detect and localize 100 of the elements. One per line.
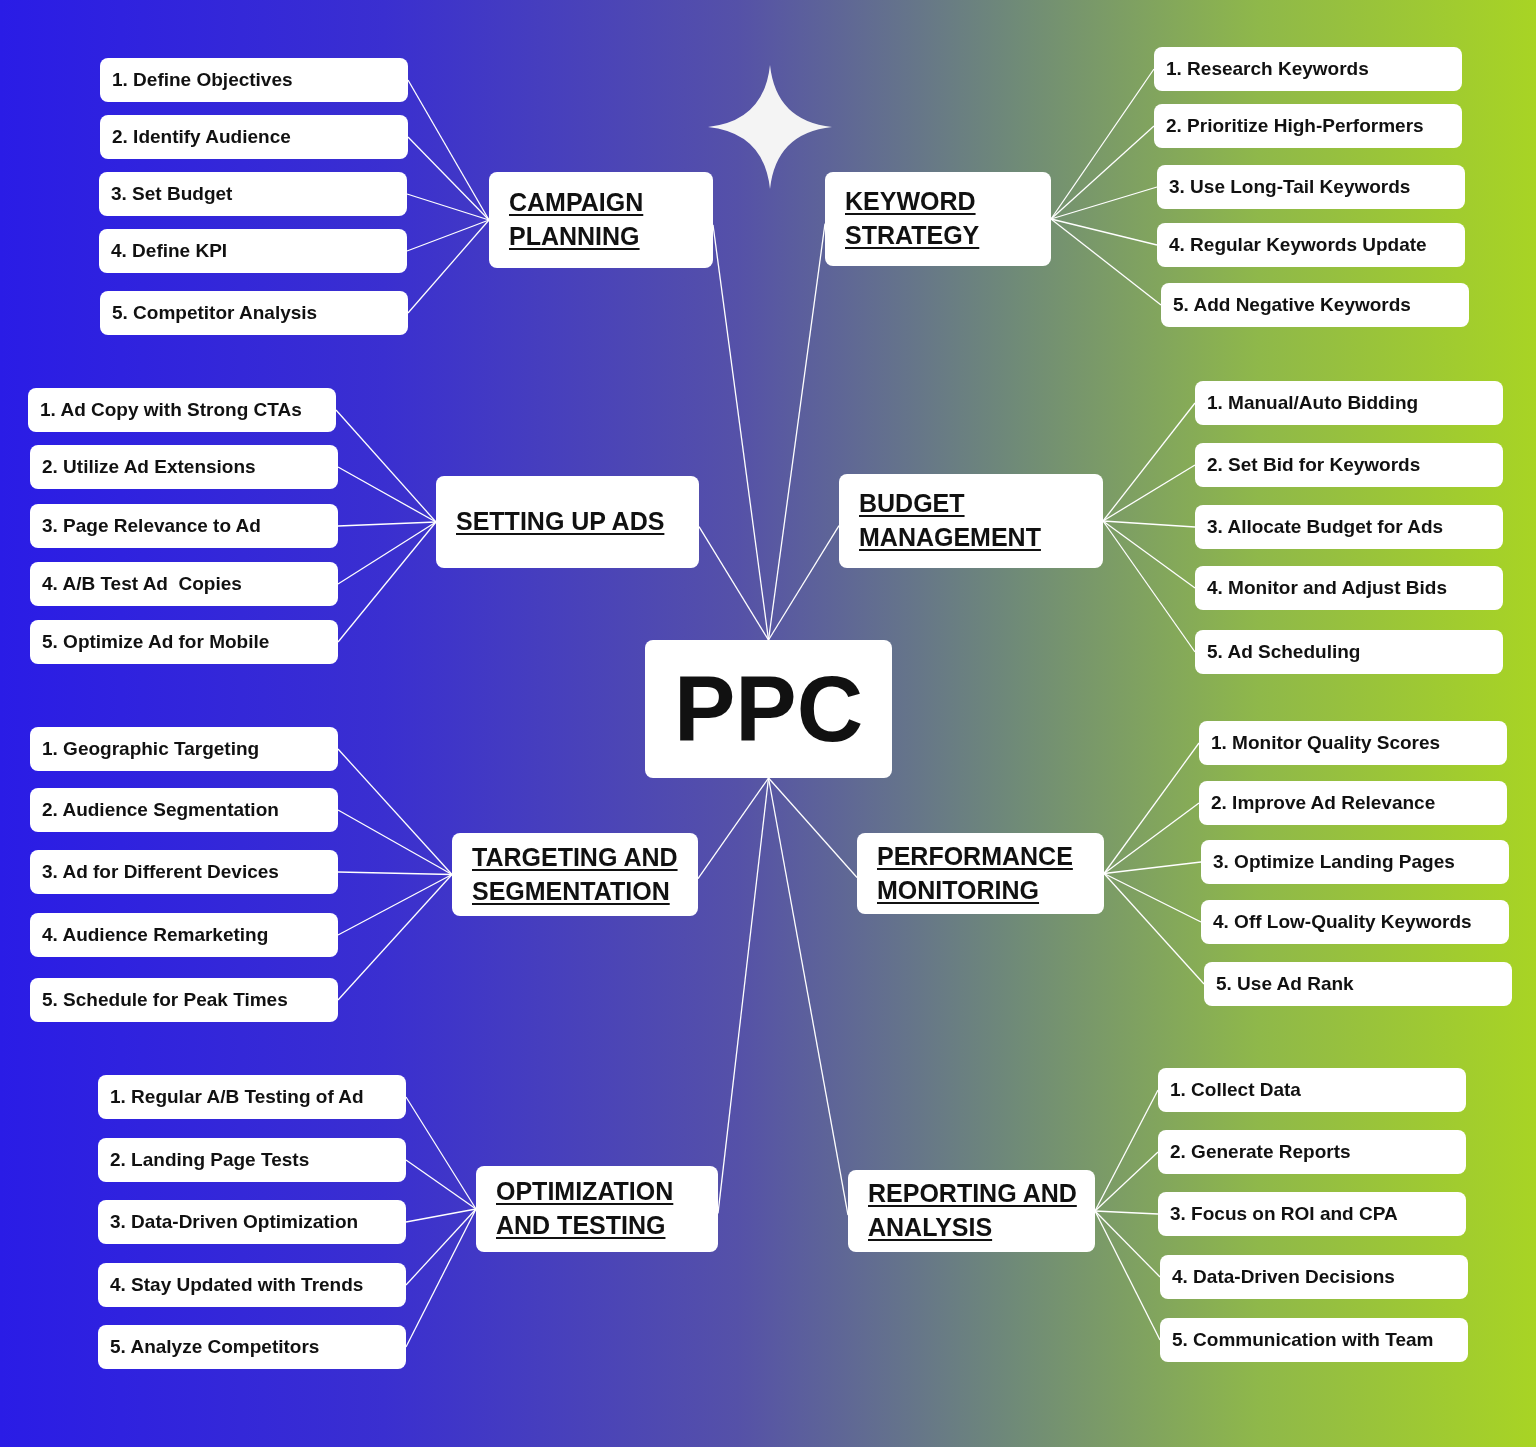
- step-text: 4. Audience Remarketing: [41, 924, 270, 946]
- step-box: [1201, 900, 1509, 944]
- connector-line: [697, 777, 770, 880]
- connector-line: [767, 777, 849, 1216]
- connector-line: [1103, 861, 1202, 875]
- step-text: 4. Off Low-Quality Keywords: [1212, 911, 1473, 933]
- step-box: [1160, 1255, 1468, 1299]
- connector-line: [767, 525, 840, 641]
- center-title: PPC: [673, 656, 864, 762]
- step-text: 2. Audience Segmentation: [41, 799, 280, 821]
- category-heading: BUDGET MANAGEMENT: [858, 488, 1042, 553]
- connector-line: [1050, 125, 1155, 220]
- connector-line: [1094, 1210, 1159, 1215]
- connector-line: [407, 79, 490, 221]
- step-text: 1. Monitor Quality Scores: [1210, 732, 1442, 754]
- connector-line: [337, 521, 437, 527]
- connector-line: [337, 466, 437, 523]
- connector-line: [1102, 520, 1196, 653]
- connector-line: [767, 777, 858, 879]
- step-box: [30, 978, 338, 1022]
- step-box: [1161, 283, 1469, 327]
- step-box: [30, 913, 338, 957]
- step-box: [30, 727, 338, 771]
- step-text: 4. Data-Driven Decisions: [1171, 1266, 1396, 1288]
- center-box: [645, 640, 892, 778]
- step-box: [98, 1200, 406, 1244]
- step-box: [100, 115, 408, 159]
- step-box: [1195, 566, 1503, 610]
- connector-line: [1094, 1151, 1159, 1212]
- step-box: [30, 850, 338, 894]
- step-box: [1160, 1318, 1468, 1362]
- step-text: 3. Optimize Landing Pages: [1212, 851, 1456, 873]
- step-text: 1. Geographic Targeting: [41, 738, 261, 760]
- connector-line: [1103, 742, 1200, 875]
- step-box: [1195, 505, 1503, 549]
- step-text: 5. Competitor Analysis: [111, 302, 319, 324]
- step-text: 3. Ad for Different Devices: [41, 861, 280, 883]
- category-box: [848, 1170, 1095, 1252]
- step-text: 1. Manual/Auto Bidding: [1206, 392, 1420, 414]
- step-box: [98, 1325, 406, 1369]
- step-box: [30, 620, 338, 664]
- step-text: 2. Utilize Ad Extensions: [41, 456, 257, 478]
- connector-line: [767, 223, 826, 641]
- step-text: 1. Regular A/B Testing of Ad: [109, 1086, 365, 1108]
- step-text: 3. Set Budget: [110, 183, 234, 205]
- step-text: 3. Use Long-Tail Keywords: [1168, 176, 1412, 198]
- step-text: 2. Set Bid for Keywords: [1206, 454, 1422, 476]
- category-box: [825, 172, 1051, 266]
- step-box: [1154, 104, 1462, 148]
- connector-line: [405, 1159, 477, 1210]
- step-text: 4. Define KPI: [110, 240, 229, 262]
- step-box: [100, 58, 408, 102]
- connector-line: [405, 1208, 477, 1348]
- connector-line: [1103, 872, 1202, 923]
- category-box: [476, 1166, 718, 1252]
- connector-line: [1102, 464, 1196, 522]
- step-box: [1195, 630, 1503, 674]
- category-heading: TARGETING AND SEGMENTATION: [471, 841, 679, 907]
- connector-line: [407, 219, 490, 314]
- connector-line: [337, 521, 437, 585]
- step-text: 5. Analyze Competitors: [109, 1336, 321, 1358]
- step-box: [30, 445, 338, 489]
- step-text: 4. Regular Keywords Update: [1168, 234, 1428, 256]
- connector-line: [405, 1208, 477, 1223]
- step-box: [28, 388, 336, 432]
- step-box: [30, 504, 338, 548]
- connector-line: [337, 873, 453, 936]
- connector-line: [337, 521, 437, 643]
- step-text: 2. Prioritize High-Performers: [1165, 115, 1425, 137]
- step-box: [99, 229, 407, 273]
- connector-line: [337, 873, 453, 1001]
- step-box: [30, 562, 338, 606]
- connector-line: [1050, 218, 1158, 246]
- connector-line: [1102, 520, 1196, 589]
- step-box: [1158, 1192, 1466, 1236]
- category-box: [857, 833, 1104, 914]
- step-box: [1204, 962, 1512, 1006]
- category-box: [452, 833, 698, 916]
- step-text: 2. Improve Ad Relevance: [1210, 792, 1437, 814]
- connector-line: [406, 219, 490, 252]
- step-box: [1199, 721, 1507, 765]
- category-box: [436, 476, 699, 568]
- step-text: 3. Focus on ROI and CPA: [1169, 1203, 1399, 1225]
- step-text: 4. Monitor and Adjust Bids: [1206, 577, 1448, 599]
- category-box: [489, 172, 713, 268]
- step-text: 5. Optimize Ad for Mobile: [41, 631, 271, 653]
- step-text: 1. Research Keywords: [1165, 58, 1370, 80]
- step-text: 4. A/B Test Ad Copies: [41, 573, 243, 595]
- step-box: [30, 788, 338, 832]
- step-box: [1154, 47, 1462, 91]
- connector-line: [1102, 520, 1196, 528]
- step-text: 5. Use Ad Rank: [1215, 973, 1355, 995]
- step-text: 1. Collect Data: [1169, 1079, 1302, 1101]
- step-text: 3. Page Relevance to Ad: [41, 515, 262, 537]
- connector-line: [337, 871, 453, 876]
- step-text: 2. Identify Audience: [111, 126, 292, 148]
- connector-line: [1050, 186, 1158, 220]
- step-text: 4. Stay Updated with Trends: [109, 1274, 365, 1296]
- step-text: 5. Add Negative Keywords: [1172, 294, 1412, 316]
- connector-line: [335, 409, 437, 523]
